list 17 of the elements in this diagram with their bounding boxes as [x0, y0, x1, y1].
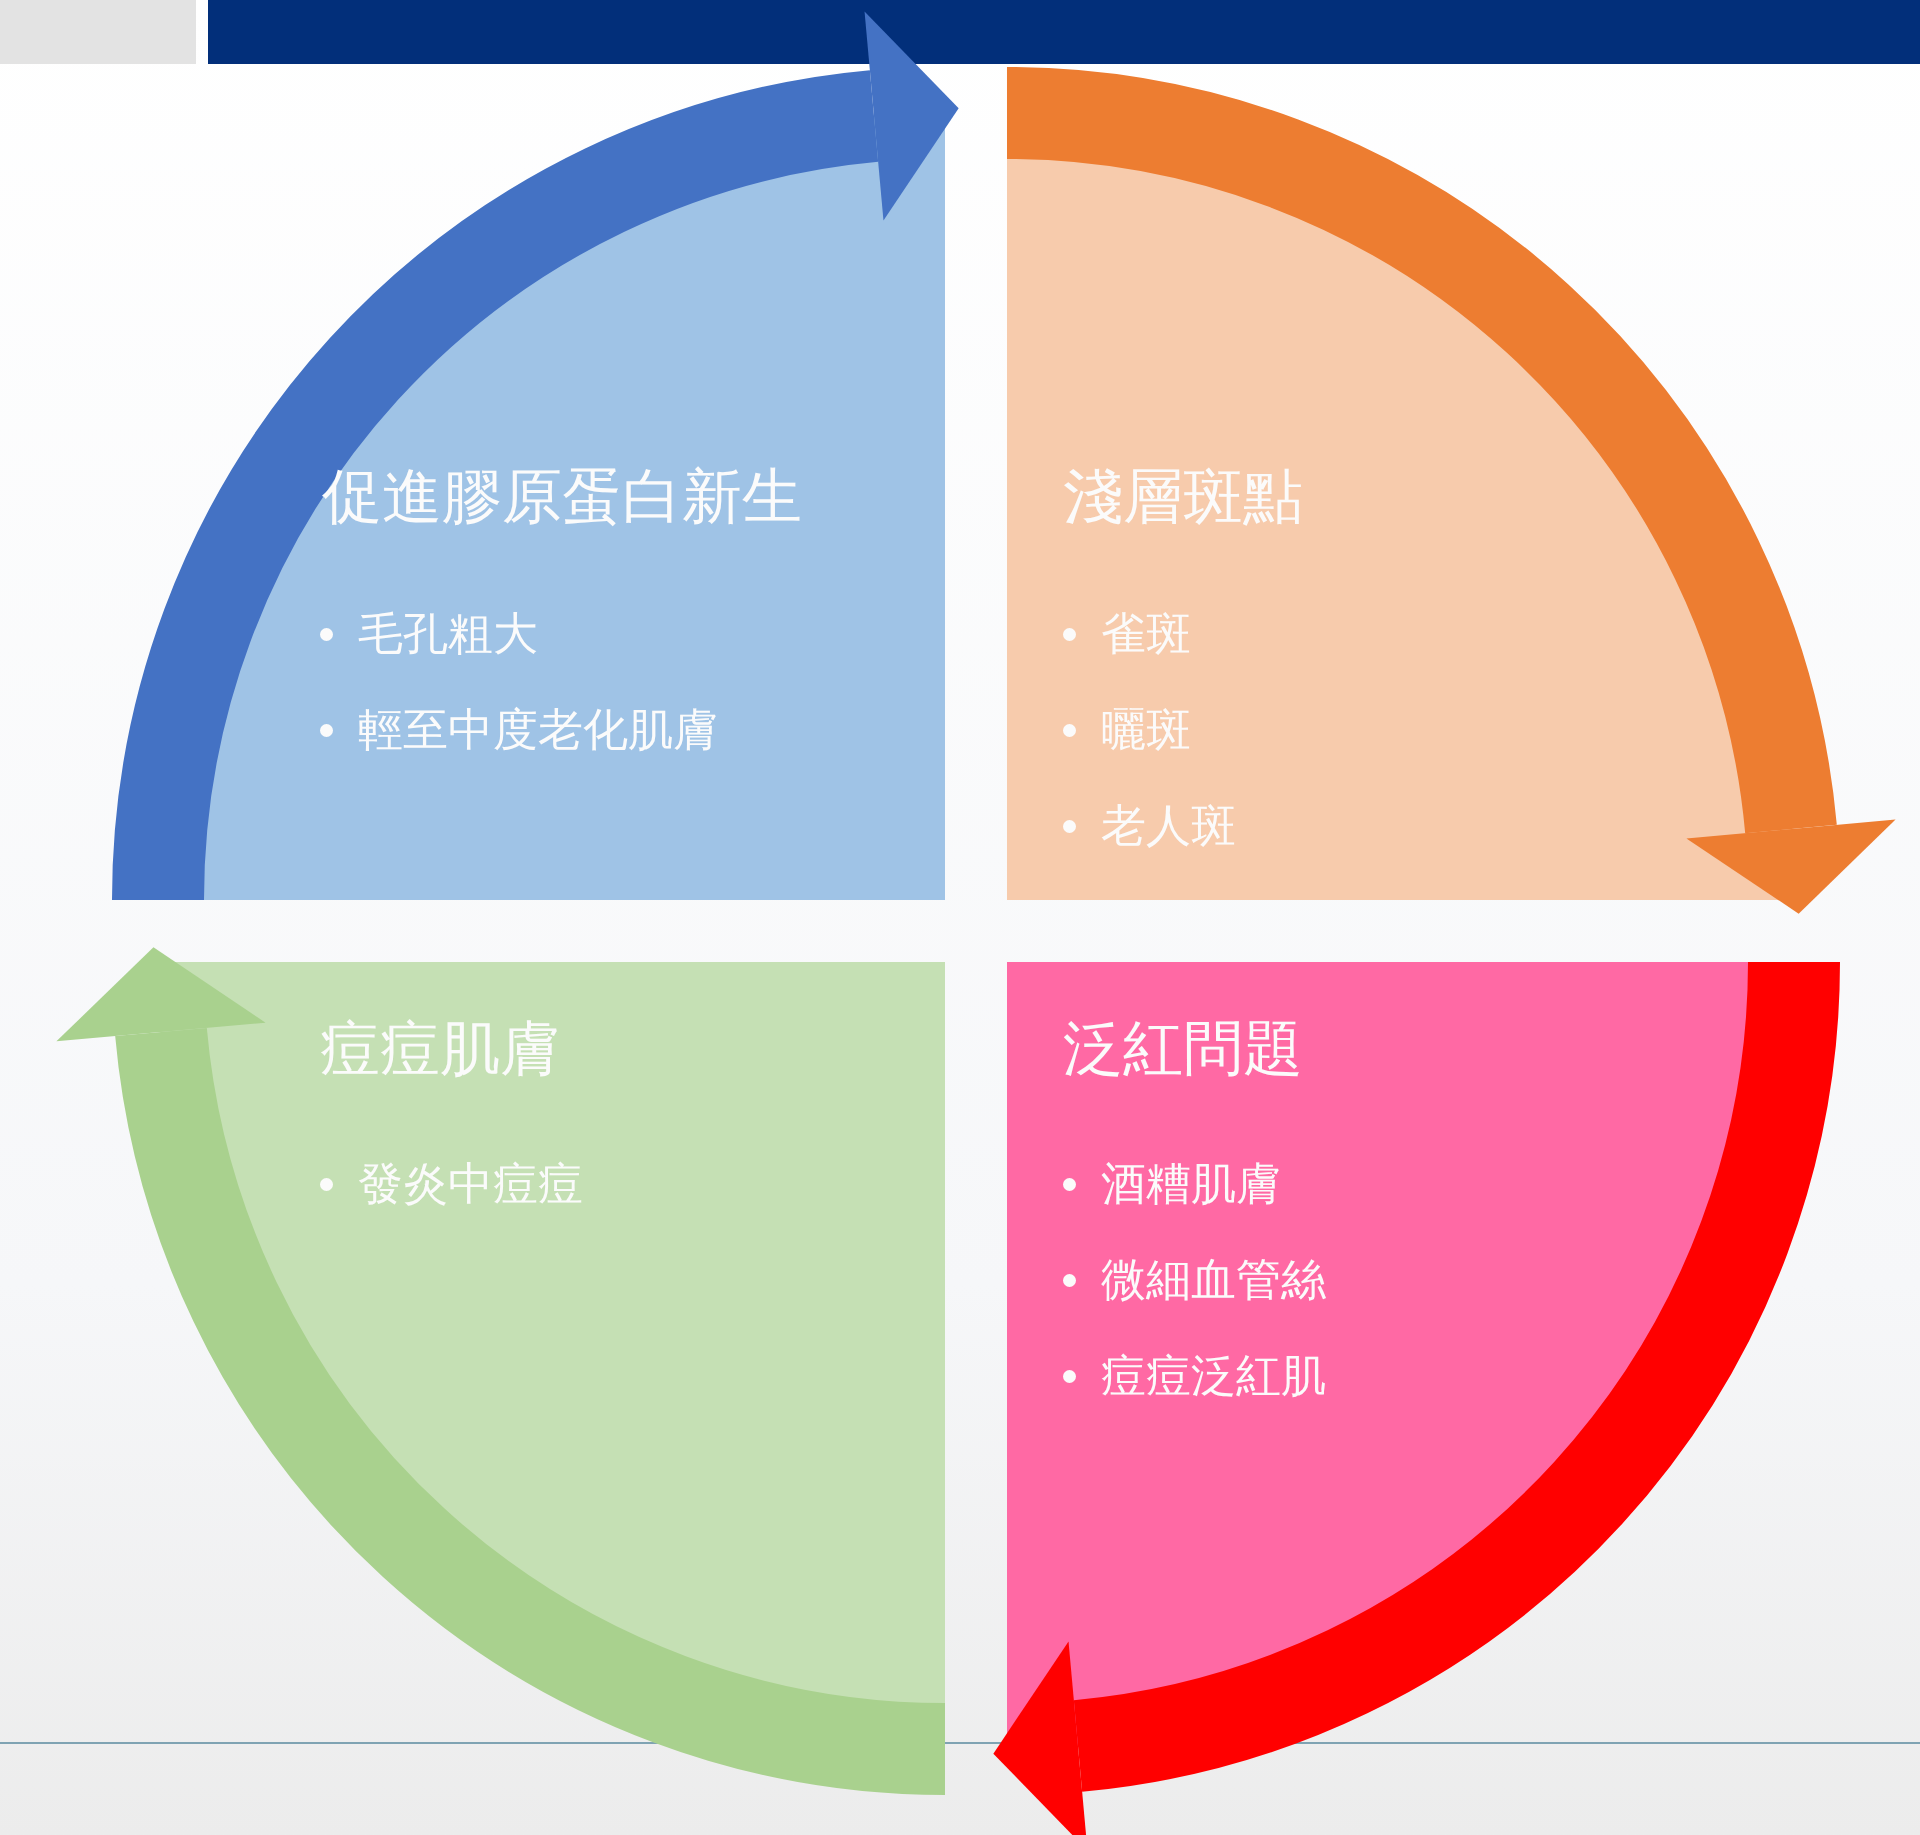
quadrant-heading: 淺層斑點 — [1063, 460, 1303, 532]
curved-arrow — [57, 947, 948, 1795]
bullet-item: 痘痘泛紅肌 — [1063, 1348, 1326, 1404]
bullet-item: 輕至中度老化肌膚 — [320, 702, 718, 758]
curved-arrow — [112, 12, 958, 903]
bullet-item: 酒糟肌膚 — [1063, 1156, 1281, 1212]
quadrant-heading: 痘痘肌膚 — [320, 1012, 560, 1084]
bullet-item: 老人斑 — [1063, 798, 1236, 854]
quadrant-heading: 泛紅問題 — [1063, 1012, 1303, 1084]
bullet-item: 微細血管絲 — [1063, 1252, 1326, 1308]
quadrant-heading: 促進膠原蛋白新生 — [322, 460, 802, 532]
bullet-item: 曬斑 — [1063, 702, 1191, 758]
curved-arrow — [1004, 67, 1895, 913]
bullet-item: 雀斑 — [1063, 606, 1191, 662]
bullet-item: 毛孔粗大 — [320, 606, 538, 662]
curved-arrow — [994, 959, 1840, 1835]
bullet-item: 發炎中痘痘 — [320, 1156, 583, 1212]
